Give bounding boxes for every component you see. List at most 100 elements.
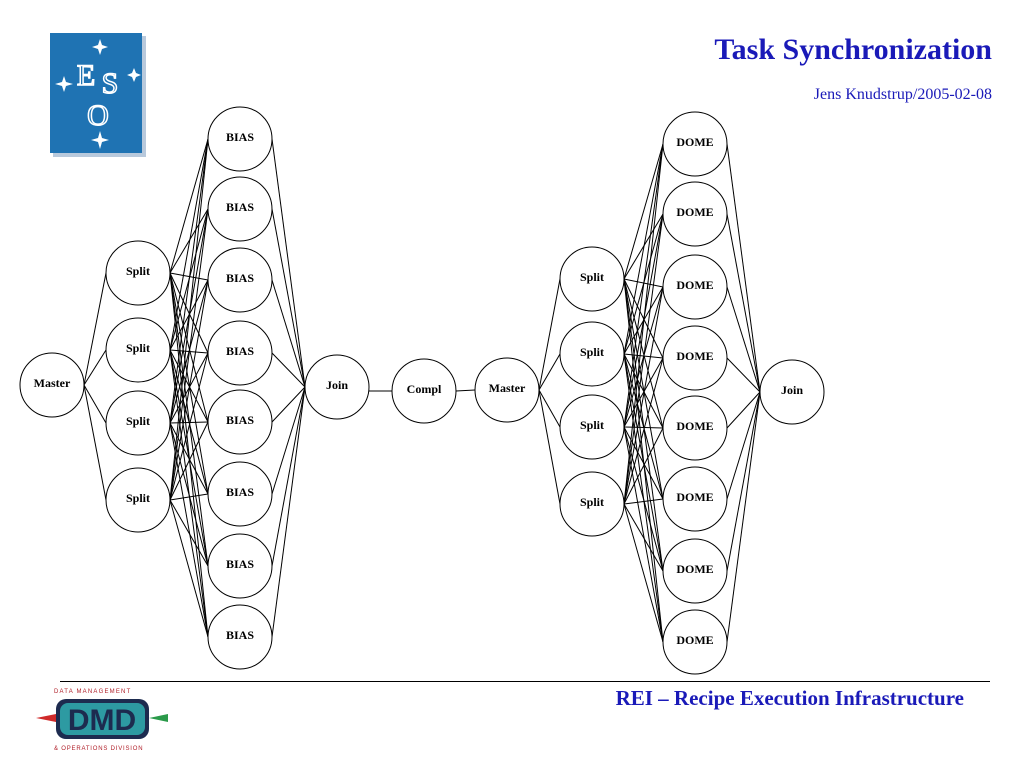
bias-worker-node: BIAS — [207, 389, 273, 455]
dmd-logo-letters: DMD — [68, 704, 136, 737]
dome-edge-split-worker — [623, 503, 664, 643]
dome-edge-split-worker — [623, 286, 664, 505]
bias-worker-node-label: BIAS — [226, 557, 254, 571]
dome-edge-worker-join — [726, 213, 761, 393]
dome-edge-split-worker — [623, 353, 664, 429]
dome-edge-split-worker — [623, 426, 664, 500]
bias-edge-worker-join — [271, 352, 306, 388]
bias-edge-split-worker — [169, 279, 209, 501]
dome-edge-worker-join — [726, 143, 761, 393]
dome-edge-split-worker — [623, 427, 664, 505]
dome-worker-node-label: DOME — [676, 278, 713, 292]
bias-edge-split-worker — [169, 138, 209, 424]
dome-edge-split-worker — [623, 143, 664, 280]
bias-worker-node: BIAS — [207, 106, 273, 172]
bias-split-node: Split — [105, 390, 171, 456]
dome-edge-split-worker — [623, 143, 664, 355]
bias-edge-split-worker — [169, 208, 209, 501]
bias-edge-master-split — [83, 384, 107, 424]
bias-edge-split-worker — [169, 138, 209, 274]
bias-edge-split-worker — [169, 422, 209, 638]
bias-split-node-label: Split — [126, 414, 150, 428]
bias-master-node-label: Master — [34, 376, 71, 390]
page-title: Task Synchronization — [714, 33, 992, 66]
bias-edge-split-worker — [169, 421, 209, 424]
dome-split-node: Split — [559, 246, 625, 312]
bias-worker-node-label: BIAS — [226, 413, 254, 427]
bias-worker-node-label: BIAS — [226, 344, 254, 358]
dome-worker-node: DOME — [662, 325, 728, 391]
bias-edge-worker-join — [271, 208, 306, 388]
dome-worker-node: DOME — [662, 254, 728, 320]
dome-edge-worker-join — [726, 391, 761, 500]
bias-split-node-label: Split — [126, 491, 150, 505]
dome-split-node-label: Split — [580, 418, 604, 432]
dome-worker-node: DOME — [662, 111, 728, 177]
bias-edge-split-worker — [169, 422, 209, 495]
dome-edge-split-worker — [623, 143, 664, 428]
dome-join-node-label: Join — [781, 383, 803, 397]
dome-edge-worker-join — [726, 391, 761, 643]
bias-split-node: Split — [105, 467, 171, 533]
bias-edge-worker-join — [271, 138, 306, 388]
dome-worker-node-label: DOME — [676, 135, 713, 149]
bias-worker-node: BIAS — [207, 533, 273, 599]
dome-edge-split-worker — [623, 278, 664, 429]
bias-edge-master-split — [83, 349, 107, 386]
compl-node: Compl — [391, 358, 457, 424]
edge-compl-master — [455, 389, 476, 392]
dome-worker-node-label: DOME — [676, 419, 713, 433]
bias-edge-split-worker — [169, 352, 209, 501]
bias-worker-node-label: BIAS — [226, 130, 254, 144]
bias-split-node-label: Split — [126, 264, 150, 278]
dome-worker-node-label: DOME — [676, 562, 713, 576]
bias-edge-split-worker — [169, 272, 209, 354]
dome-worker-node-label: DOME — [676, 349, 713, 363]
bias-edge-worker-join — [271, 279, 306, 388]
bias-edge-split-worker — [169, 272, 209, 638]
dome-edge-split-worker — [623, 426, 664, 429]
dome-join-node: Join — [759, 359, 825, 425]
dome-edge-master-split — [538, 278, 561, 391]
bias-split-node: Split — [105, 240, 171, 306]
dome-edge-split-worker — [623, 426, 664, 643]
bias-edge-split-worker — [169, 272, 209, 281]
bias-edge-split-worker — [169, 493, 209, 501]
bias-edge-worker-join — [271, 386, 306, 423]
dome-worker-node-label: DOME — [676, 490, 713, 504]
bias-edge-split-worker — [169, 349, 209, 423]
bias-master-node: Master — [19, 352, 85, 418]
bias-edge-split-worker — [169, 272, 209, 567]
dome-split-node: Split — [559, 394, 625, 460]
dmd-logo-top-text: DATA MANAGEMENT — [54, 689, 131, 695]
dome-master-node: Master — [474, 357, 540, 423]
bias-split-node: Split — [105, 317, 171, 383]
bias-edge-split-worker — [169, 499, 209, 638]
bias-worker-node: BIAS — [207, 320, 273, 386]
bias-edge-split-worker — [169, 499, 209, 567]
bias-worker-node: BIAS — [207, 461, 273, 527]
bias-edge-master-split — [83, 272, 107, 386]
bias-worker-node: BIAS — [207, 604, 273, 670]
dome-edge-worker-join — [726, 286, 761, 393]
dome-split-node: Split — [559, 471, 625, 537]
dome-worker-node-label: DOME — [676, 633, 713, 647]
bias-worker-node-label: BIAS — [226, 628, 254, 642]
dmd-logo-bottom-text: & OPERATIONS DIVISION — [54, 746, 143, 752]
dome-worker-node: DOME — [662, 466, 728, 532]
bias-edge-split-worker — [169, 208, 209, 274]
dome-split-node-label: Split — [580, 495, 604, 509]
dome-edge-split-worker — [623, 498, 664, 505]
dome-master-node-label: Master — [489, 381, 526, 395]
dome-edge-worker-join — [726, 391, 761, 572]
footer-divider — [60, 681, 990, 682]
dome-edge-worker-join — [726, 357, 761, 393]
bias-edge-split-worker — [169, 272, 209, 423]
bias-edge-split-worker — [169, 422, 209, 567]
bias-worker-node-label: BIAS — [226, 200, 254, 214]
dome-worker-node: DOME — [662, 181, 728, 247]
dome-worker-node-label: DOME — [676, 205, 713, 219]
dome-edge-split-worker — [623, 143, 664, 505]
